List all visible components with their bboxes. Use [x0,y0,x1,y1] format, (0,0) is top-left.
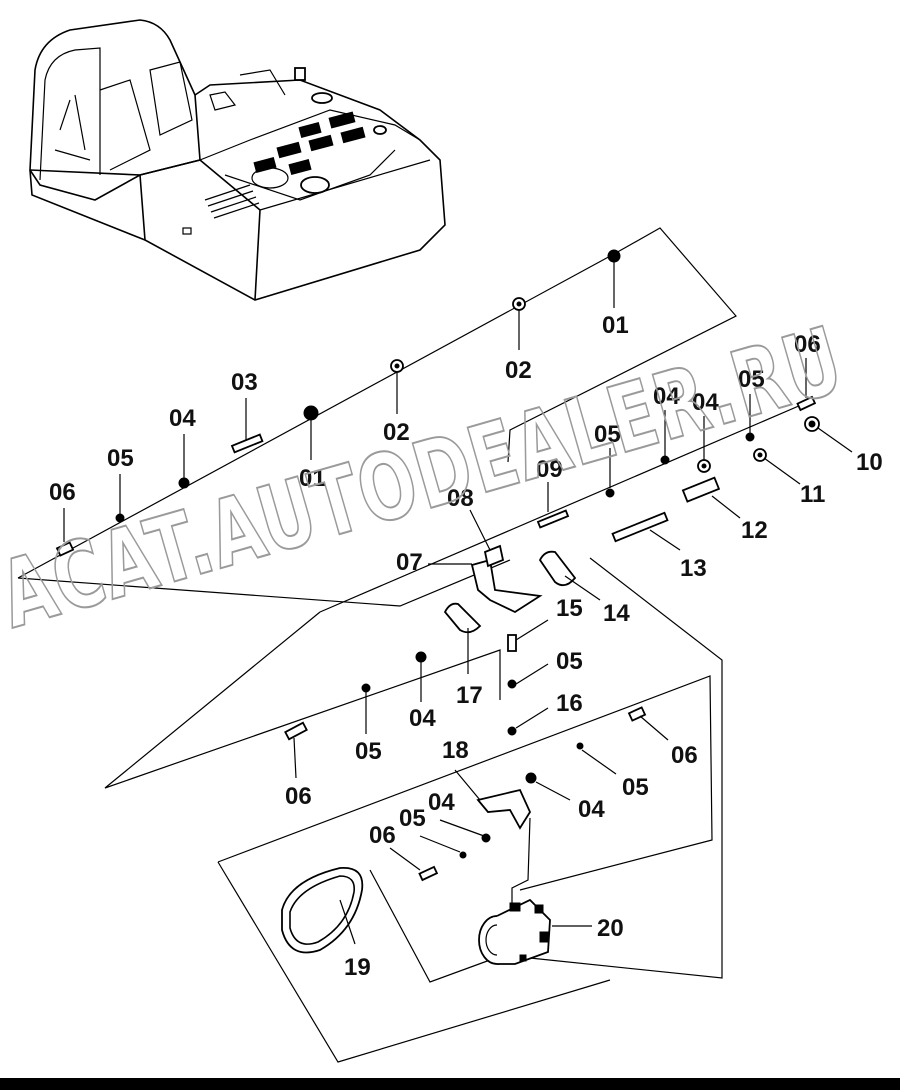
belt-19 [281,867,364,954]
label-14: 14 [603,600,630,627]
fasteners-right-row [536,395,820,543]
bottom-border [0,1078,900,1090]
label-06-top-right: 06 [794,331,821,358]
label-02-upper: 02 [505,357,532,384]
label-01-upper: 01 [602,312,629,339]
label-06-lower: 06 [369,822,396,849]
label-20: 20 [597,915,624,942]
leader-lines [63,262,853,945]
label-19: 19 [344,954,371,981]
excavator-illustration [29,19,446,301]
label-05-left: 05 [107,445,134,472]
label-05-mid-right: 05 [594,421,621,448]
label-16: 16 [556,690,583,717]
label-08: 08 [447,485,474,512]
label-17: 17 [456,682,483,709]
brackets [443,544,577,634]
label-05-top-right: 05 [738,366,765,393]
label-03: 03 [231,369,258,396]
label-04-left: 04 [169,405,196,432]
label-02-lower: 02 [383,419,410,446]
label-04-top-right: 04 [692,389,719,416]
watermark-text: ACAT.AUTODEALER.RU [0,306,854,649]
label-04-center: 04 [409,705,436,732]
label-09: 09 [536,456,563,483]
label-05-center: 05 [556,648,583,675]
label-05-center-left: 05 [355,738,382,765]
bracket-18-group [418,706,647,882]
label-15: 15 [556,595,583,622]
label-11: 11 [800,481,825,508]
compressor-20 [478,898,551,965]
label-04-lower: 04 [428,789,455,816]
label-05-right: 05 [622,774,649,801]
part-labels: 01 02 02 01 03 04 05 06 06 05 04 04 05 0… [49,312,883,981]
label-06-center-left: 06 [285,783,312,810]
label-07: 07 [396,549,423,576]
label-13: 13 [680,555,707,582]
label-06-left: 06 [49,479,76,506]
label-04-mid-right: 04 [653,383,680,410]
label-10: 10 [856,449,883,476]
label-01-lower: 01 [299,465,326,492]
label-04-right: 04 [578,796,605,823]
label-18: 18 [442,737,469,764]
label-06-right: 06 [671,742,698,769]
fasteners-top-row [55,249,621,557]
label-12: 12 [741,517,768,544]
label-05-lower: 05 [399,805,426,832]
